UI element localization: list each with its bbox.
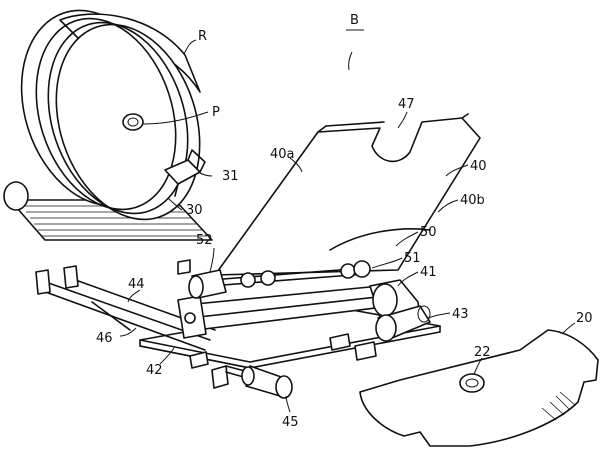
label-B: B — [350, 13, 359, 28]
roll-base-strip — [9, 199, 213, 241]
label-P: P — [212, 105, 220, 120]
label-52: 52 — [196, 233, 213, 248]
label-44: 44 — [128, 277, 145, 292]
actuator-45 — [225, 365, 293, 399]
label-20: 20 — [576, 311, 593, 326]
label-46: 46 — [96, 331, 113, 346]
disc-20 — [329, 228, 599, 447]
bracket-31 — [164, 149, 206, 197]
label-50: 50 — [420, 225, 437, 240]
label-47: 47 — [398, 97, 415, 112]
paper-roll — [3, 9, 213, 241]
base-feet — [189, 333, 377, 389]
pivot-shaft-50 — [209, 260, 371, 288]
label-40b: 40b — [460, 193, 485, 208]
label-45: 45 — [282, 415, 299, 430]
label-R: R — [198, 29, 207, 44]
label-51: 51 — [404, 251, 421, 266]
motor-52 — [177, 259, 227, 299]
reference-labels: R P B 47 40a 40 40b 31 30 50 51 52 41 43… — [96, 13, 593, 430]
label-31: 31 — [222, 169, 239, 184]
label-42: 42 — [146, 363, 163, 378]
arm-40 — [214, 113, 481, 276]
roll-core-end — [3, 181, 29, 211]
label-41: 41 — [420, 265, 437, 280]
roll-hub-p — [122, 113, 144, 131]
disc-hole-22 — [459, 373, 485, 393]
label-40: 40 — [470, 159, 487, 174]
label-40a: 40a — [270, 147, 295, 162]
label-30: 30 — [186, 203, 203, 218]
motor-43 — [375, 305, 431, 342]
leader-lines — [119, 39, 576, 413]
label-43: 43 — [452, 307, 469, 322]
label-22: 22 — [474, 345, 491, 360]
